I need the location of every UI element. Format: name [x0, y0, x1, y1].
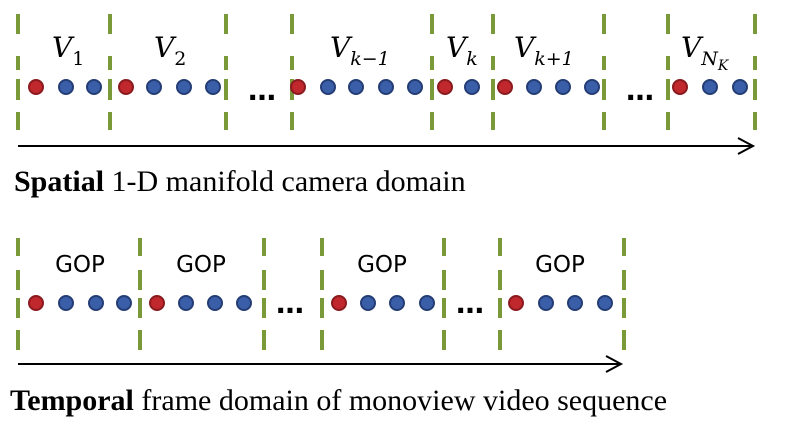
temporal-frame-key	[28, 295, 44, 311]
temporal-frame-regular	[567, 295, 583, 311]
temporal-caption: Temporal frame domain of monoview video …	[10, 384, 667, 417]
spatial-frame-regular	[732, 79, 748, 95]
spatial-frame-regular	[378, 79, 394, 95]
spatial-frame-regular	[526, 79, 542, 95]
gop-label: GOP	[357, 252, 407, 278]
spatial-frame-regular	[146, 79, 162, 95]
spatial-segment-label: Vk	[446, 31, 478, 70]
spatial-frame-key	[437, 79, 453, 95]
spatial-frame-regular	[205, 79, 221, 95]
temporal-frame-key	[508, 295, 524, 311]
temporal-caption-rest: frame domain of monoview video sequence	[134, 384, 667, 417]
spatial-frame-regular	[348, 79, 364, 95]
spatial-frame-regular	[464, 79, 480, 95]
temporal-frame-regular	[236, 295, 252, 311]
spatial-ellipsis-2: …	[626, 74, 654, 107]
spatial-frame-key	[672, 79, 688, 95]
spatial-segment-label: Vk+1	[514, 31, 574, 70]
spatial-segment-labels: V1 V2 Vk−1 Vk Vk+1 VNK	[52, 31, 730, 74]
spatial-frame-regular	[407, 79, 423, 95]
temporal-frame-regular	[419, 295, 435, 311]
spatial-dividers	[16, 14, 757, 130]
temporal-arrow-head	[605, 355, 624, 373]
gop-label: GOP	[535, 252, 585, 278]
temporal-frames	[28, 295, 613, 311]
temporal-frame-regular	[88, 295, 104, 311]
spatial-segment-label: Vk−1	[330, 31, 390, 70]
spatial-caption-rest: 1-D manifold camera domain	[104, 165, 466, 198]
spatial-frame-key	[118, 79, 134, 95]
gop-label: GOP	[176, 252, 226, 278]
spatial-frame-key	[28, 79, 44, 95]
temporal-ellipsis-1: …	[276, 287, 304, 320]
spatial-frames	[28, 79, 748, 95]
temporal-frame-regular	[58, 295, 74, 311]
temporal-frame-regular	[538, 295, 554, 311]
spatial-segment-label: VNK	[681, 31, 730, 74]
spatial-frame-regular	[702, 79, 718, 95]
spatial-frame-key	[290, 79, 306, 95]
spatial-frame-regular	[320, 79, 336, 95]
spatial-frame-key	[497, 79, 513, 95]
temporal-frame-regular	[597, 295, 613, 311]
temporal-frame-regular	[116, 295, 132, 311]
temporal-frame-regular	[360, 295, 376, 311]
temporal-frame-key	[331, 295, 347, 311]
temporal-frame-key	[149, 295, 165, 311]
spatial-frame-regular	[176, 79, 192, 95]
spatial-frame-regular	[58, 79, 74, 95]
spatial-caption: Spatial 1-D manifold camera domain	[14, 165, 466, 198]
temporal-row: GOP GOP GOP GOP … … Temporal frame domain o…	[10, 238, 667, 417]
gop-label: GOP	[55, 252, 105, 278]
temporal-dividers	[16, 238, 626, 350]
temporal-caption-bold: Temporal	[10, 384, 134, 417]
spatial-caption-bold: Spatial	[14, 165, 104, 198]
temporal-frame-regular	[178, 295, 194, 311]
spatial-row: V1 V2 Vk−1 Vk Vk+1 VNK … … Spatial 1-D manifo…	[14, 14, 757, 198]
spatial-ellipsis-1: …	[248, 74, 276, 107]
spatial-segment-label: V1	[52, 31, 84, 70]
spatial-arrow-head	[737, 137, 756, 155]
spatial-frame-regular	[584, 79, 600, 95]
temporal-gop-labels: GOP GOP GOP GOP	[55, 252, 585, 278]
temporal-ellipsis-2: …	[456, 287, 484, 320]
spatial-frame-regular	[86, 79, 102, 95]
spatial-frame-regular	[555, 79, 571, 95]
temporal-frame-regular	[389, 295, 405, 311]
spatial-segment-label: V2	[154, 31, 186, 70]
temporal-frame-regular	[207, 295, 223, 311]
